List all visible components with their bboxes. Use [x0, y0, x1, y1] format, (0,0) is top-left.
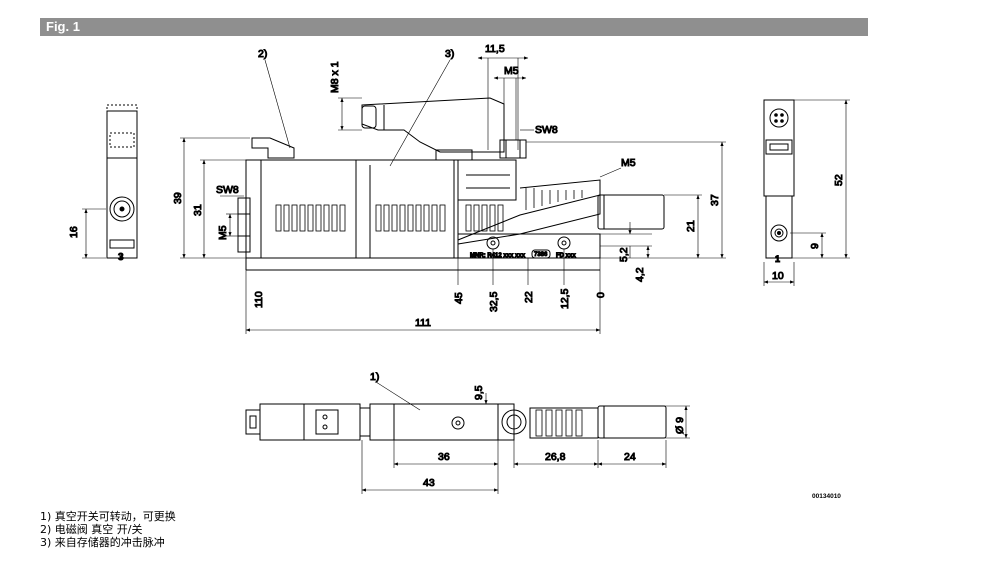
dim-32-5: 32,5 — [488, 291, 500, 312]
dim-31: 31 — [192, 204, 204, 216]
document-number: 00134010 — [812, 493, 841, 500]
dim-37: 37 — [709, 194, 721, 206]
legend-item-1: 1) 真空开关可转动，可更换 — [40, 510, 176, 523]
dim-39: 39 — [172, 192, 184, 204]
callout-3: 3) — [445, 48, 454, 60]
dim-m5-right: M5 — [621, 157, 636, 169]
dim-16: 16 — [68, 226, 80, 238]
dim-9-right: 9 — [809, 243, 821, 249]
left-side-view — [82, 104, 138, 259]
callout-1-bottom: 1) — [370, 371, 379, 383]
dim-sw8-top: SW8 — [535, 124, 558, 136]
dim-22: 22 — [523, 291, 535, 303]
dim-9-5: 9,5 — [473, 385, 485, 400]
dim-5-2: 5,2 — [618, 247, 630, 262]
main-front-view — [237, 97, 665, 271]
dim-24: 24 — [624, 451, 636, 463]
dim-sw8-left: SW8 — [216, 184, 239, 196]
figure-header-bar: Fig. 1 — [40, 18, 868, 36]
callout-2: 2) — [258, 48, 267, 60]
marking-right: FD xxx — [556, 253, 576, 259]
label-3: 3 — [118, 252, 124, 263]
dim-36: 36 — [438, 451, 450, 463]
dim-0: 0 — [595, 292, 607, 298]
marking-mid: 7386 — [534, 252, 548, 258]
dim-45: 45 — [453, 292, 465, 304]
bottom-top-view — [245, 403, 667, 441]
right-side-view — [763, 99, 795, 259]
dim-12-5: 12,5 — [559, 288, 571, 309]
dim-52: 52 — [833, 174, 845, 186]
dim-111: 111 — [415, 317, 431, 329]
dim-110: 110 — [253, 291, 265, 308]
pin-number-label: 1 — [775, 254, 780, 264]
legend: 1) 真空开关可转动，可更换 2) 电磁阀 真空 开/关 3) 来自存储器的冲击… — [40, 510, 176, 549]
figure-title: Fig. 1 — [46, 19, 80, 34]
dim-4-2: 4,2 — [634, 267, 646, 282]
legend-item-3: 3) 来自存储器的冲击脉冲 — [40, 536, 165, 549]
callout-leaders — [264, 59, 622, 178]
dim-m8x1: M8 x 1 — [329, 61, 341, 93]
dim-21: 21 — [685, 220, 697, 232]
legend-item-2: 2) 电磁阀 真空 开/关 — [40, 523, 143, 536]
marking-left: MNR: R412 xxx xxx — [470, 253, 526, 259]
dim-11-5: 11,5 — [485, 43, 505, 55]
dim-26-8: 26,8 — [545, 451, 566, 463]
dim-10: 10 — [772, 270, 784, 282]
dim-m5-left: M5 — [217, 225, 229, 240]
dim-dia-9: Ø 9 — [674, 417, 686, 434]
dim-43: 43 — [423, 477, 435, 489]
dim-m5-top: M5 — [504, 65, 519, 77]
